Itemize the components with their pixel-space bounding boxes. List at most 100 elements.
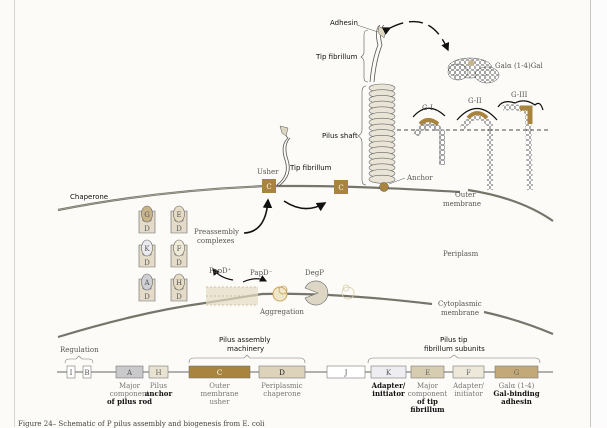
- g-ii-label: G-II: [468, 97, 482, 105]
- g-ii-structure: [456, 107, 498, 190]
- gene-letter: G: [514, 369, 520, 377]
- cytoplasmic-membrane: [57, 292, 554, 339]
- pilin-subunit: [141, 273, 153, 291]
- anchor-subunit: [379, 182, 389, 192]
- g-iii-label: G-III: [511, 91, 528, 99]
- g-iii-structure: [497, 100, 544, 191]
- degp-protease: [304, 280, 329, 306]
- gene-letter: F: [466, 369, 471, 377]
- gene-box: [66, 365, 76, 379]
- gene-f: F Adapter/initiator: [452, 365, 485, 398]
- pilin-subunit: [173, 239, 185, 257]
- regulation-label: Regulation: [60, 346, 99, 354]
- gene-box: [258, 365, 306, 379]
- chaperone-subunit-complex: AD: [138, 273, 156, 302]
- usher-box-right: [334, 180, 348, 194]
- preassembly-label-1: Preassembly: [194, 228, 239, 236]
- chaperone-subunit-complex: KD: [138, 239, 156, 268]
- g-i-label: G-I: [422, 104, 433, 112]
- subunit-letter: G: [144, 211, 150, 219]
- gene-description-line: component: [110, 390, 150, 398]
- page-left-border: [14, 0, 15, 427]
- gene-description-line: adhesin: [501, 397, 532, 406]
- gene-letter: E: [425, 369, 430, 377]
- gene-description-line: Pilus: [150, 382, 168, 390]
- aggregation-label: Aggregation: [259, 308, 304, 316]
- chaperone-subunit-complex: FD: [170, 239, 188, 268]
- gene-description-line: usher: [209, 398, 230, 406]
- degraded-fragment-icon: [341, 284, 355, 300]
- gene-box: [326, 365, 366, 379]
- arrow-usher-translocation: [283, 200, 327, 212]
- gene-description-line: fibrillum: [410, 405, 445, 414]
- chaperone-subunit-complex: GD: [138, 205, 156, 234]
- page-margin: [591, 0, 607, 427]
- gene-description-line: of pilus rod: [107, 397, 152, 406]
- papd-channel: [206, 286, 258, 306]
- figure-caption: Figure 24– Schematic of P pilus assembly…: [18, 420, 265, 428]
- tip-fibrillum-label-mid: Tip fibrillum: [289, 164, 332, 172]
- gene-letter: C: [217, 369, 222, 377]
- gene-letter: H: [155, 369, 161, 377]
- gene-description-line: Major: [119, 382, 141, 390]
- anchor-label: Anchor: [406, 174, 433, 182]
- pilin-subunit: [141, 239, 153, 257]
- g-i-structure: [412, 107, 446, 165]
- tip-fibrillum-label-top: Tip fibrillum: [315, 53, 358, 61]
- subunit-letter: E: [176, 211, 181, 219]
- chaperone-label: Chaperone: [70, 193, 108, 201]
- gene-i: I: [66, 365, 76, 379]
- arrow-papd-plus: [212, 268, 234, 281]
- arrow-adhesin-receptor: [381, 20, 450, 52]
- gene-b: B: [82, 365, 92, 379]
- chaperone-letter: D: [176, 225, 182, 233]
- subunit-letter: F: [177, 245, 182, 253]
- outer-membrane-label-2: membrane: [443, 200, 481, 208]
- gene-box: [370, 365, 407, 379]
- gene-description-line: component: [408, 390, 448, 398]
- adhesin-small: [279, 125, 289, 137]
- chaperone-letter: D: [176, 293, 182, 301]
- gene-description-line: initiator: [454, 390, 483, 398]
- subunit-letter: A: [143, 279, 150, 287]
- gene-box: [452, 365, 485, 379]
- subunit-letter: K: [144, 245, 150, 253]
- chaperone-subunit-complex: ED: [170, 205, 188, 234]
- chaperone-letter: D: [144, 259, 150, 267]
- chaperone-subunit-complex: HD: [170, 273, 188, 302]
- gal-receptor-molecule: [447, 57, 500, 84]
- assembly-label-2: machinery: [227, 345, 264, 353]
- usher-letter-left: C: [266, 183, 271, 191]
- pilus-shaft-label: Pilus shaft: [322, 132, 358, 140]
- gene-letter: J: [344, 369, 348, 377]
- papd-plus-label: PapD⁺: [209, 267, 232, 275]
- chaperone-letter: D: [144, 293, 150, 301]
- gene-description-line: of tip: [417, 397, 438, 406]
- adhesin-label: Adhesin: [330, 19, 358, 27]
- gene-letter: A: [126, 369, 133, 377]
- gene-description-line: Adapter/: [371, 381, 406, 390]
- gene-box: [494, 365, 539, 379]
- pilin-subunit: [141, 205, 153, 223]
- gene-description-line: Outer: [209, 382, 230, 390]
- gene-description-line: Adapter/: [452, 382, 484, 390]
- periplasm-label: Periplasm: [443, 250, 479, 258]
- pilin-subunit: [173, 273, 185, 291]
- arrow-preassembly-to-usher: [243, 198, 273, 234]
- cytoplasmic-label-1: Cytoplasmic: [438, 300, 482, 308]
- gal-receptor-label: Galα (1-4)Gal: [495, 62, 543, 70]
- usher-label: Usher: [257, 168, 279, 176]
- gene-description-line: chaperone: [263, 390, 300, 398]
- page-right-border: [590, 0, 591, 427]
- aggregate-icon: [272, 285, 288, 302]
- usher-box-left: [262, 179, 276, 193]
- chaperone-letter: D: [144, 225, 150, 233]
